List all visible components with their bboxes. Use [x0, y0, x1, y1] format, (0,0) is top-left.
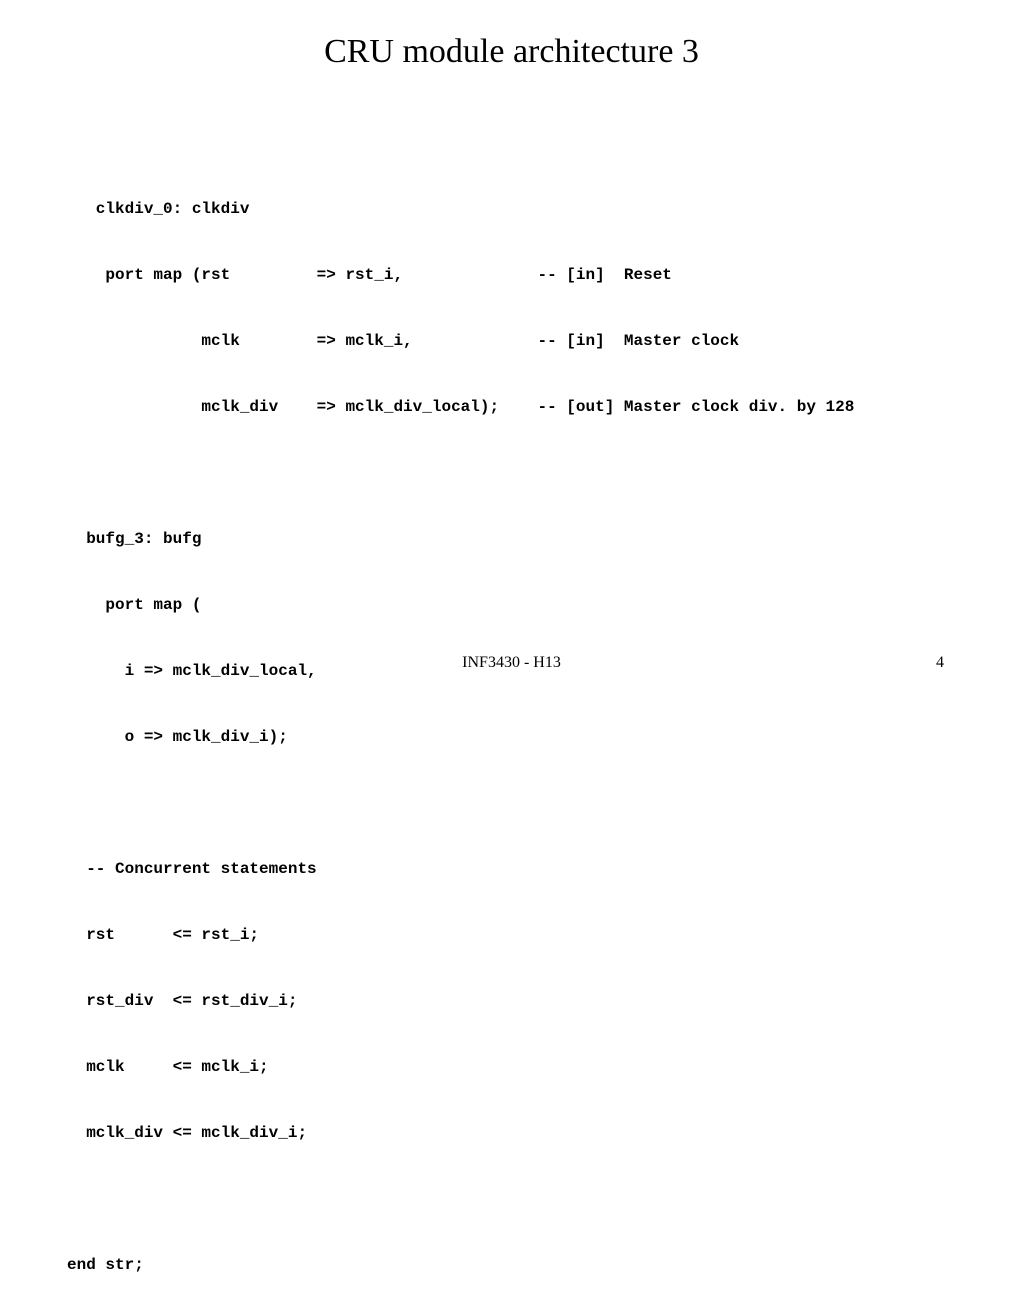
code-line: i => mclk_div_local,: [67, 662, 317, 680]
code-line: port map (rst => rst_i, -- [in] Reset: [67, 266, 672, 284]
code-line: mclk_div => mclk_div_local); -- [out] Ma…: [67, 398, 855, 416]
slide-title: CRU module architecture 3: [324, 33, 699, 70]
code-line: end str;: [67, 1256, 144, 1274]
code-line: rst_div <= rst_div_i;: [67, 992, 298, 1010]
code-line: mclk <= mclk_i;: [67, 1058, 269, 1076]
code-line: bufg_3: bufg: [67, 530, 202, 548]
code-line: [67, 1188, 854, 1210]
code-line: [67, 462, 854, 484]
code-line: port map (: [67, 596, 202, 614]
code-line: mclk_div <= mclk_div_i;: [67, 1124, 308, 1142]
code-line: clkdiv_0: clkdiv: [67, 200, 250, 218]
code-block: clkdiv_0: clkdiv port map (rst => rst_i,…: [67, 154, 854, 1298]
footer-page-number: 4: [936, 654, 944, 671]
code-line: -- Concurrent statements: [67, 860, 317, 878]
code-line: rst <= rst_i;: [67, 926, 260, 944]
code-line: mclk => mclk_i, -- [in] Master clock: [67, 332, 740, 350]
code-line: o => mclk_div_i);: [67, 728, 288, 746]
footer-course-label: INF3430 - H13: [462, 654, 561, 671]
code-line: [67, 792, 854, 814]
